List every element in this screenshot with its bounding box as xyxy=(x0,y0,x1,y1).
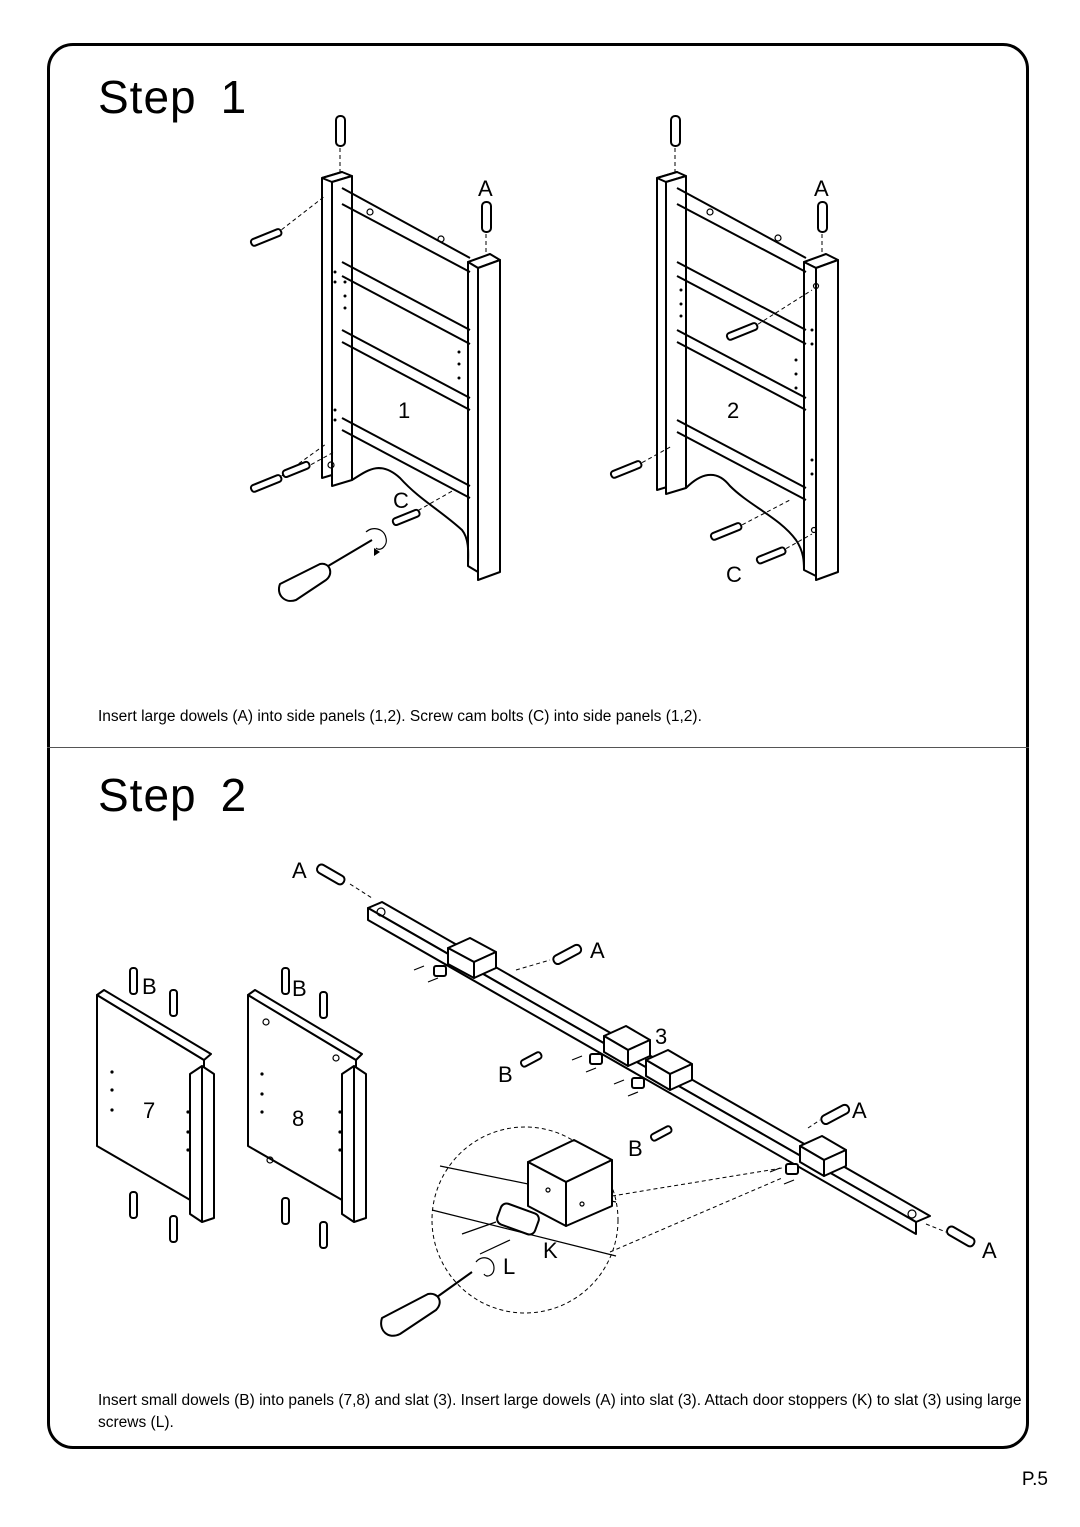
label-dowel-a-right: A xyxy=(814,176,829,201)
step2-caption: Insert small dowels (B) into panels (7,8… xyxy=(98,1392,1022,1431)
label-panel-8: 8 xyxy=(292,1106,304,1131)
step1-caption: Insert large dowels (A) into side panels… xyxy=(98,708,702,725)
step2-title: Step 2 xyxy=(98,768,247,822)
label-door-stopper-k: K xyxy=(543,1238,558,1263)
side-panel-2-drawing xyxy=(609,115,839,581)
label-cam-bolt-c-right: C xyxy=(726,562,742,587)
side-panel-1-drawing xyxy=(249,115,501,602)
label-dowel-a-left: A xyxy=(478,176,493,201)
step1-title: Step 1 xyxy=(98,70,247,124)
panel-8-drawing xyxy=(247,967,367,1249)
step2-title-number: 2 xyxy=(220,769,248,821)
label-dowel-b-slat-2: B xyxy=(628,1136,643,1161)
label-panel-7: 7 xyxy=(143,1098,155,1123)
label-dowel-b-panel-8: B xyxy=(292,976,307,1001)
label-large-screw-l: L xyxy=(503,1254,515,1279)
step1-title-word: Step xyxy=(98,71,197,123)
label-dowel-a-1: A xyxy=(292,858,307,883)
label-cam-bolt-c-left: C xyxy=(393,488,409,513)
label-dowel-a-3: A xyxy=(852,1098,867,1123)
slat-3-drawing xyxy=(315,863,976,1248)
step1-title-number: 1 xyxy=(220,71,248,123)
label-panel-2: 2 xyxy=(727,398,739,423)
label-dowel-b-panel-7: B xyxy=(142,974,157,999)
step-divider xyxy=(47,747,1029,748)
label-dowel-b-slat-1: B xyxy=(498,1062,513,1087)
door-stopper-detail-drawing xyxy=(380,1126,783,1337)
panel-7-drawing xyxy=(96,967,215,1243)
label-dowel-a-4: A xyxy=(982,1238,997,1263)
page-number: P.5 xyxy=(1021,1469,1048,1490)
label-slat-3: 3 xyxy=(655,1024,667,1049)
page-frame xyxy=(47,43,1029,1449)
label-panel-1: 1 xyxy=(398,398,410,423)
label-dowel-a-2: A xyxy=(590,938,605,963)
step2-title-word: Step xyxy=(98,769,197,821)
